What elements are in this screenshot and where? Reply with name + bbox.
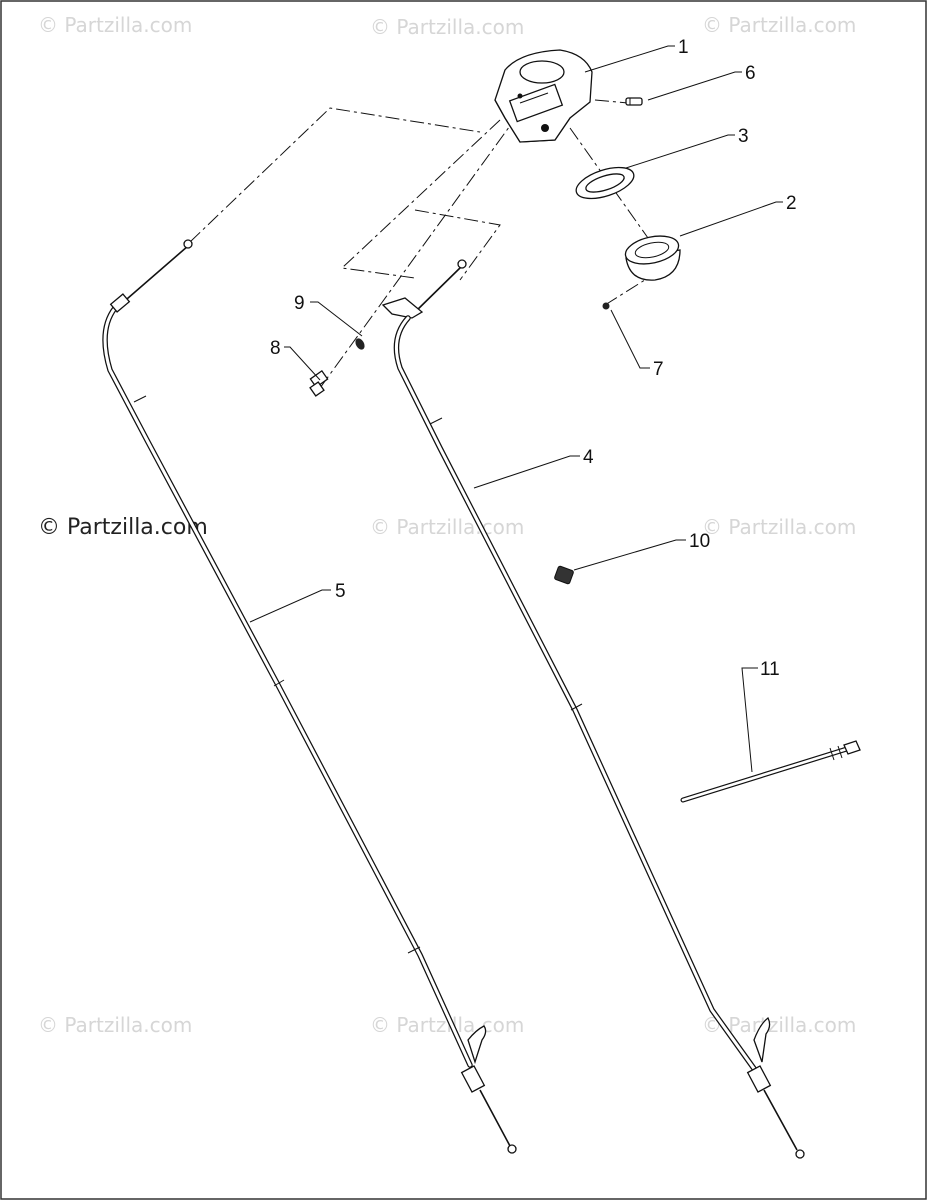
assembly-lines — [189, 99, 649, 389]
screw-part — [625, 97, 643, 106]
watermark: © Partzilla.com — [38, 1013, 192, 1037]
bolt-part — [309, 369, 329, 397]
watermark: © Partzilla.com — [370, 515, 524, 539]
nut-part — [355, 338, 365, 350]
callout-2: 2 — [786, 193, 797, 214]
watermark: © Partzilla.com — [38, 13, 192, 37]
callout-11: 11 — [760, 659, 780, 680]
leader-lines — [249, 45, 783, 773]
callout-7: 7 — [653, 359, 664, 380]
washer-part — [575, 166, 635, 200]
watermark: © Partzilla.com — [370, 15, 524, 39]
small-nut-part — [602, 302, 610, 310]
watermark: © Partzilla.com — [702, 13, 856, 37]
callout-6: 6 — [745, 63, 756, 84]
callout-9: 9 — [294, 293, 305, 314]
cable-left-part — [102, 239, 517, 1154]
cable-right-part — [381, 259, 805, 1159]
cap-part — [624, 235, 681, 281]
callout-1: 1 — [678, 37, 689, 58]
callout-4: 4 — [583, 447, 594, 468]
callout-labels: 1 2 3 4 5 6 7 8 9 10 11 — [270, 37, 797, 680]
throttle-housing-part — [494, 49, 593, 143]
watermark: © Partzilla.com — [702, 515, 856, 539]
watermark: © Partzilla.com — [38, 515, 208, 540]
rod-part — [680, 740, 861, 803]
callout-5: 5 — [335, 581, 346, 602]
callout-3: 3 — [738, 126, 749, 147]
clip-part — [554, 565, 574, 585]
callout-8: 8 — [270, 338, 281, 359]
callout-10: 10 — [689, 531, 710, 552]
